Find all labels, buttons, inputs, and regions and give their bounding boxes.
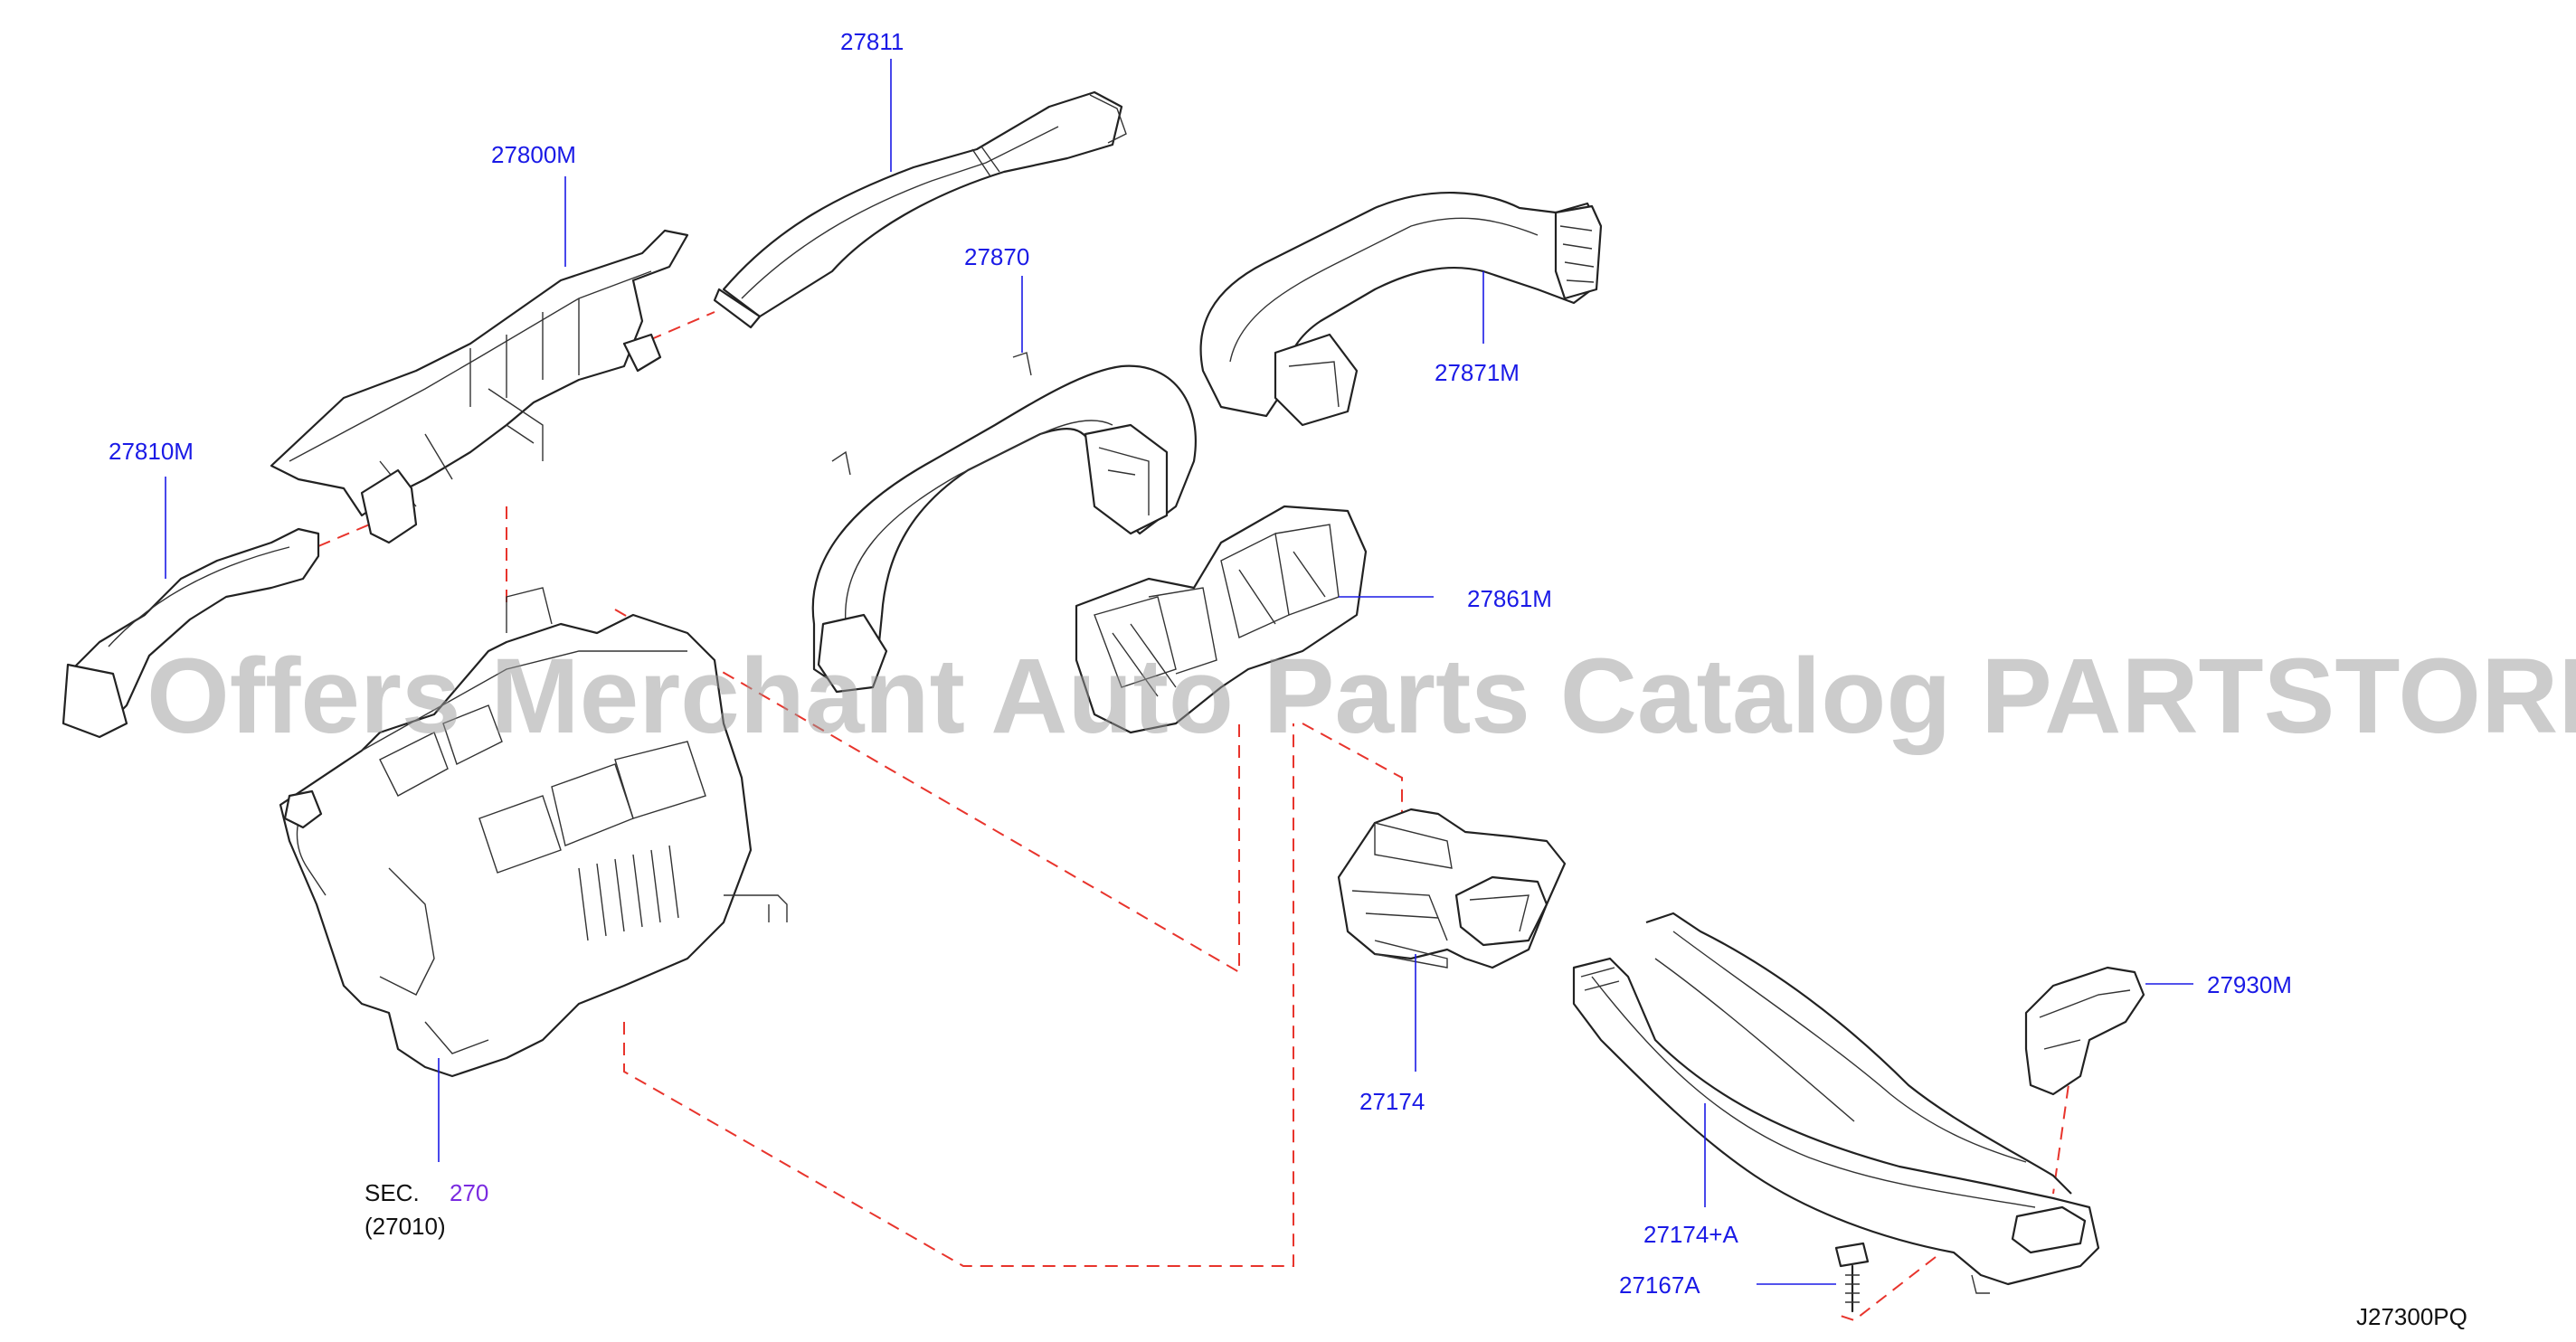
label-27174[interactable]: 27174 xyxy=(1359,1088,1425,1115)
watermark-text: Offers Merchant Auto Parts Catalog PARTS… xyxy=(147,637,2576,756)
label-27167A[interactable]: 27167A xyxy=(1619,1271,1700,1299)
label-27174A[interactable]: 27174+A xyxy=(1643,1221,1738,1248)
duct-27811 xyxy=(713,90,1127,329)
vent-housing-27800M xyxy=(270,229,689,544)
screw-27167A xyxy=(1834,1242,1870,1313)
elbow-27930M xyxy=(2024,966,2145,1096)
vent-27861M xyxy=(1075,505,1368,734)
label-27810M[interactable]: 27810M xyxy=(109,438,194,465)
diagram-code: J27300PQ xyxy=(2356,1303,2467,1330)
vent-27174 xyxy=(1337,808,1567,969)
heater-unit-27010 xyxy=(279,587,788,1078)
leader-lines xyxy=(165,59,2193,1285)
label-27870[interactable]: 27870 xyxy=(964,243,1029,270)
duct-27810M xyxy=(62,527,320,739)
duct-27174A xyxy=(1572,912,2100,1294)
duct-27871M xyxy=(1199,192,1603,427)
label-27800M[interactable]: 27800M xyxy=(491,141,576,168)
section-prefix: SEC. xyxy=(365,1179,420,1206)
label-27861M[interactable]: 27861M xyxy=(1467,585,1552,612)
duct-27870 xyxy=(811,352,1197,694)
label-27811[interactable]: 27811 xyxy=(840,28,904,55)
section-number-link[interactable]: 270 xyxy=(450,1179,488,1206)
label-27930M[interactable]: 27930M xyxy=(2207,971,2292,998)
section-subref: (27010) xyxy=(365,1213,446,1240)
label-27871M[interactable]: 27871M xyxy=(1435,359,1520,386)
